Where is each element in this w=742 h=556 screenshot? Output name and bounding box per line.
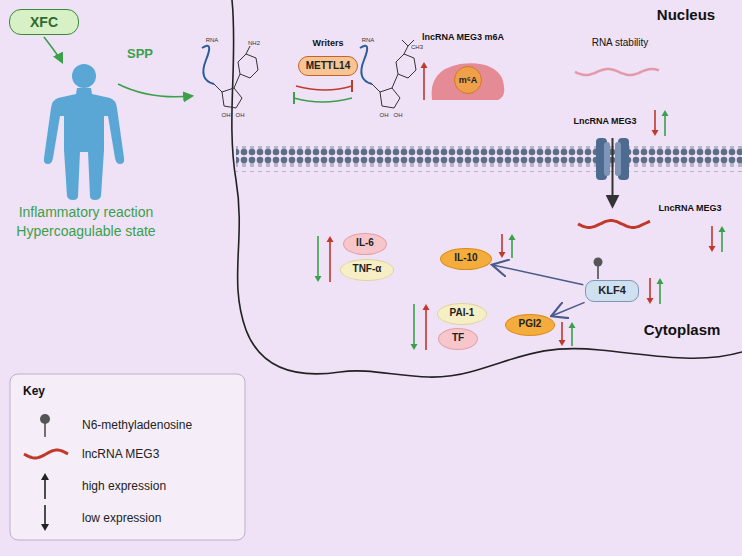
up-arrow <box>657 278 664 304</box>
node-text: m⁶A <box>459 75 478 86</box>
group-label: Writers <box>313 39 344 49</box>
legend-text: N6-methyladenosine <box>82 418 192 432</box>
coagulation-ellipse: PGI2 <box>505 314 556 336</box>
coagulation-ellipse: PAI-1 <box>437 303 488 325</box>
cytokine-ellipse: TNF-α <box>340 259 395 281</box>
molecule-label: lncRNA MEG3 m6A <box>422 33 504 43</box>
nucleotide-structure <box>360 40 416 108</box>
nucleotide-structure <box>202 46 258 108</box>
regulation-connector <box>492 265 584 285</box>
node-text: TNF-α <box>350 263 385 275</box>
flow-arrow <box>118 84 192 97</box>
rna-strand <box>578 221 650 228</box>
cytokine-ellipse: IL-10 <box>440 248 491 270</box>
down-arrow <box>647 278 654 304</box>
channel <box>596 138 629 206</box>
down-arrow <box>652 110 659 136</box>
regulation-connector <box>551 302 584 316</box>
node-text: TF <box>449 332 467 344</box>
chem-label: OH <box>222 112 231 119</box>
reader-protein <box>432 63 505 100</box>
up-arrow <box>569 322 576 346</box>
molecule-label: LncRNA MEG3 <box>658 204 721 214</box>
process-label: RNA stability <box>592 37 649 48</box>
node-text: IL-6 <box>353 237 377 249</box>
m6a-symbol <box>40 414 50 424</box>
down-arrow <box>559 322 566 346</box>
region-label: Nucleus <box>657 7 715 24</box>
m6a-dot <box>594 258 603 267</box>
up-arrow <box>327 236 334 282</box>
condition-label: Hypercoagulable state <box>16 224 155 239</box>
down-arrow <box>709 226 716 252</box>
legend-text: lncRNA MEG3 <box>82 447 159 461</box>
treatment-label: SPP <box>127 47 153 61</box>
node-text: METTL14 <box>306 60 350 72</box>
drug-box: XFC <box>9 9 79 36</box>
up-arrow-symbol <box>44 480 46 499</box>
down-arrow <box>499 234 506 258</box>
chem-label: RNA <box>362 37 375 44</box>
node-text: PGI2 <box>516 318 545 330</box>
region-label: Cytoplasm <box>644 322 721 339</box>
inhibition-arrow <box>296 86 352 90</box>
rna-strand <box>575 69 659 75</box>
human-figure <box>44 64 124 200</box>
up-arrow <box>421 62 428 100</box>
node-text: PAI-1 <box>447 307 478 319</box>
down-arrow-symbol <box>41 524 49 531</box>
inhibition-bar <box>293 92 295 104</box>
down-arrow-symbol <box>44 505 46 524</box>
node-text: IL-10 <box>451 252 480 264</box>
flow-arrow <box>44 37 62 62</box>
node-text: KLF4 <box>598 284 626 297</box>
cytokine-ellipse: IL-6 <box>343 233 387 255</box>
rna-strand <box>24 450 68 458</box>
condition-label: Inflammatory reaction <box>19 205 154 220</box>
molecule-label: LncRNA MEG3 <box>573 117 636 127</box>
chem-label: OH <box>394 112 403 119</box>
up-arrow <box>509 234 516 258</box>
inhibition-bar <box>351 80 353 92</box>
chem-label: CH3 <box>411 44 423 51</box>
legend-text: low expression <box>82 511 161 525</box>
chem-label: OH <box>380 112 389 119</box>
up-arrow <box>662 110 669 136</box>
legend-title: Key <box>23 385 45 398</box>
legend-text: high expression <box>82 479 166 493</box>
up-arrow <box>719 226 726 252</box>
down-arrow <box>315 236 322 282</box>
transcription-factor-box: KLF4 <box>585 280 639 301</box>
chem-label: RNA <box>206 37 219 44</box>
up-arrow <box>423 304 430 350</box>
coagulation-ellipse: TF <box>438 328 478 350</box>
down-arrow <box>411 304 418 350</box>
chem-label: OH <box>236 112 245 119</box>
chem-label: NH2 <box>248 40 260 47</box>
key-box <box>10 374 245 540</box>
inhibition-arrow <box>294 98 352 102</box>
cell-outline <box>232 0 742 377</box>
node-text: XFC <box>24 14 64 31</box>
membrane <box>236 146 742 172</box>
writer-box: METTL14 <box>298 56 358 76</box>
up-arrow-symbol <box>41 473 49 480</box>
